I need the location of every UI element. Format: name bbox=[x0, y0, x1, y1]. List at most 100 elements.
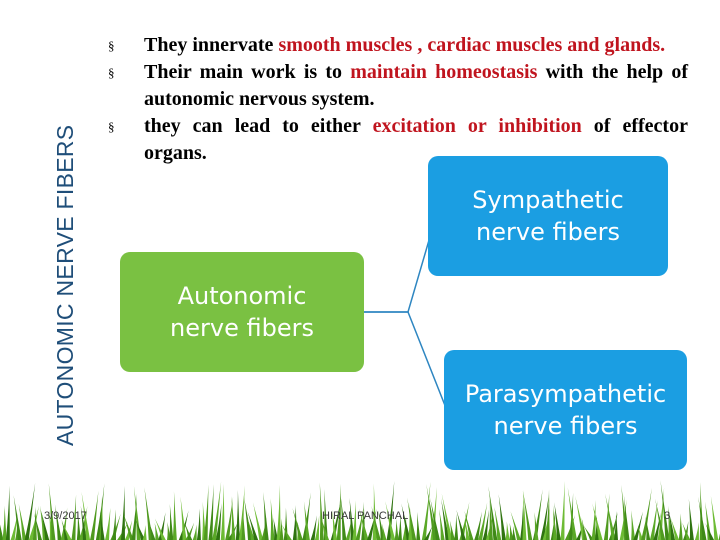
sympathetic-label-line2: nerve fibers bbox=[476, 218, 620, 246]
grass-blade bbox=[385, 501, 396, 540]
grass-blade bbox=[367, 508, 377, 540]
grass-blade bbox=[583, 525, 594, 540]
grass-blade bbox=[196, 508, 201, 540]
autonomic-label-line2: nerve fibers bbox=[170, 314, 314, 342]
grass-blade bbox=[482, 509, 489, 540]
grass-blade bbox=[95, 483, 105, 540]
grass-blade bbox=[32, 506, 37, 540]
bullet-list: §They innervate smooth muscles , cardiac… bbox=[108, 32, 688, 167]
grass-blade bbox=[352, 500, 357, 540]
grass-blade bbox=[60, 507, 68, 540]
grass-blade bbox=[172, 491, 177, 540]
grass-blade bbox=[430, 497, 440, 540]
grass-blade bbox=[48, 483, 56, 540]
bullet-text: they can lead to either bbox=[144, 115, 373, 137]
grass-blade bbox=[279, 518, 284, 540]
grass-blade bbox=[81, 491, 91, 540]
grass-blade bbox=[474, 511, 482, 540]
grass-blade bbox=[688, 498, 694, 540]
grass-blade bbox=[522, 490, 533, 540]
grass-blade bbox=[359, 508, 369, 540]
bullet-text-end: of effector organs. bbox=[144, 115, 688, 164]
grass-blade bbox=[694, 522, 699, 540]
grass-blade bbox=[381, 523, 387, 540]
bullet-highlight: smooth muscles , cardiac muscles and gla… bbox=[278, 34, 666, 56]
grass-blade bbox=[5, 485, 10, 540]
grass-blade bbox=[336, 483, 341, 540]
grass-blade bbox=[61, 521, 72, 540]
grass-blade bbox=[270, 498, 275, 540]
grass-blade bbox=[225, 496, 234, 540]
grass-blade bbox=[149, 523, 156, 540]
grass-blade bbox=[41, 510, 50, 540]
grass-blade bbox=[542, 508, 550, 540]
connector-to-parasympathetic bbox=[364, 311, 447, 409]
grass-blade bbox=[668, 509, 676, 540]
grass-blade bbox=[212, 481, 222, 540]
grass-blade bbox=[292, 508, 303, 540]
grass-blade bbox=[247, 511, 259, 540]
grass-blade bbox=[633, 511, 643, 540]
sympathetic-node: Sympathetic nerve fibers bbox=[428, 156, 668, 276]
grass-blade bbox=[449, 520, 455, 540]
grass-blade bbox=[439, 508, 445, 540]
grass-blade bbox=[498, 494, 506, 540]
grass-blade bbox=[241, 509, 246, 540]
grass-blade bbox=[292, 505, 297, 540]
grass-blade bbox=[120, 485, 125, 540]
grass-blade bbox=[545, 489, 550, 540]
grass-blade bbox=[401, 503, 411, 540]
grass-blade bbox=[34, 513, 43, 540]
grass-blade bbox=[402, 516, 407, 540]
grass-blade bbox=[345, 519, 352, 540]
grass-blade bbox=[76, 511, 81, 540]
grass-blade bbox=[134, 518, 146, 540]
grass-blade bbox=[456, 509, 466, 540]
grass-blade bbox=[488, 497, 493, 540]
grass-blades bbox=[0, 480, 720, 540]
grass-blade bbox=[408, 503, 413, 540]
grass-blade bbox=[459, 501, 470, 540]
grass-blade bbox=[603, 493, 610, 540]
grass-blade bbox=[263, 491, 269, 540]
grass-blade bbox=[660, 480, 670, 540]
grass-blade bbox=[10, 512, 18, 540]
grass-blade bbox=[560, 480, 565, 540]
grass-blade bbox=[637, 525, 644, 540]
grass-blade bbox=[123, 513, 134, 540]
grass-blade bbox=[13, 495, 22, 540]
autonomic-node: Autonomic nerve fibers bbox=[120, 252, 364, 372]
grass-blade bbox=[192, 524, 197, 540]
grass-blade bbox=[441, 493, 453, 540]
grass-blade bbox=[534, 512, 539, 540]
bullet-item: §Their main work is to maintain homeosta… bbox=[108, 59, 688, 113]
parasympathetic-label-line1: Parasympathetic bbox=[464, 380, 667, 408]
grass-blade bbox=[24, 482, 36, 540]
grass-blade bbox=[511, 525, 516, 540]
grass-blade bbox=[90, 490, 99, 540]
bullet-text: They innervate bbox=[144, 34, 279, 56]
grass-blade bbox=[552, 505, 558, 540]
grass-blade bbox=[320, 516, 330, 540]
grass-blade bbox=[54, 504, 62, 540]
grass-blade bbox=[682, 522, 691, 540]
grass-blade bbox=[464, 510, 474, 540]
grass-blade bbox=[505, 521, 510, 540]
bullet-text-end: with the help of autonomic nervous syste… bbox=[144, 61, 688, 110]
grass-blade bbox=[310, 515, 317, 540]
grass-blade bbox=[208, 484, 214, 540]
grass-blade bbox=[454, 514, 459, 540]
footer-page-number: 3 bbox=[664, 510, 671, 522]
grass-blade bbox=[330, 498, 342, 540]
grass-blade bbox=[619, 499, 627, 540]
grass-blade bbox=[670, 518, 680, 540]
grass-blade bbox=[613, 511, 618, 540]
grass-blade bbox=[71, 494, 77, 540]
bullet-highlight: excitation or inhibition bbox=[372, 115, 582, 137]
bullet-item: §They innervate smooth muscles , cardiac… bbox=[108, 32, 688, 59]
connector-to-sympathetic bbox=[364, 229, 433, 313]
autonomic-label-line1: Autonomic bbox=[177, 282, 307, 310]
grass-blade bbox=[605, 493, 616, 540]
grass-blade bbox=[540, 494, 549, 540]
